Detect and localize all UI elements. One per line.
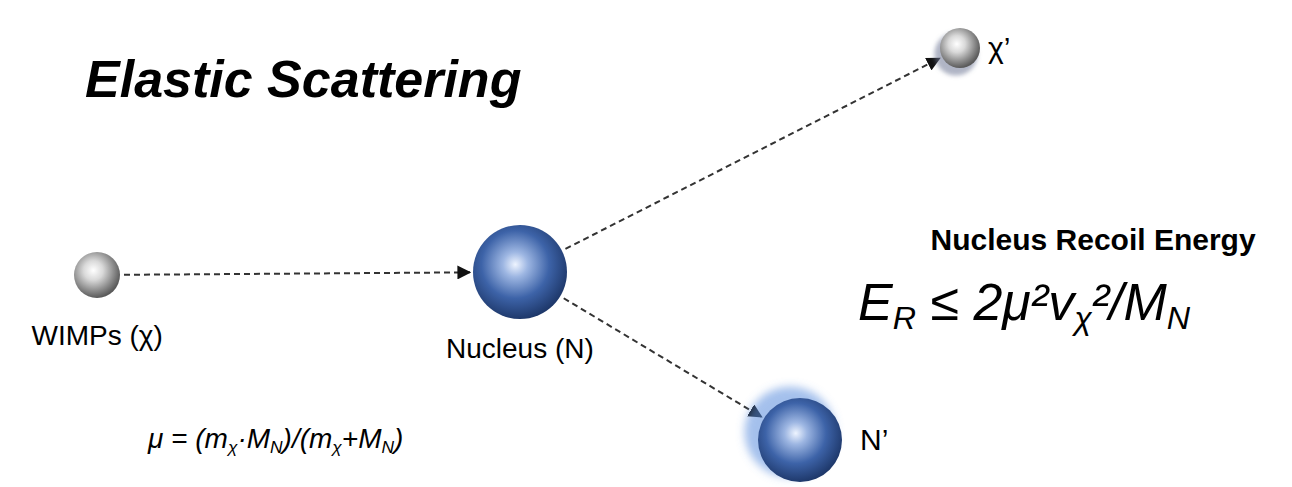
particle-label: χ’ (988, 31, 1010, 66)
particle-label: WIMPs (χ) (32, 320, 163, 352)
formula-heading: Nucleus Recoil Energy (931, 223, 1256, 258)
wimp-particle: WIMPs (χ) (74, 252, 120, 298)
scatter-arrow (565, 58, 939, 248)
sphere-shape (74, 252, 120, 298)
sphere-body (758, 398, 842, 482)
diagram-title: Elastic Scattering (85, 50, 521, 110)
sphere-shape (473, 225, 567, 319)
reduced-mass-formula: μ = (mχ·MN)/(mχ+MN) (148, 423, 403, 458)
sphere-shape (940, 28, 980, 68)
scatter-arrow (124, 272, 470, 274)
particle-label: N’ (860, 423, 888, 458)
recoil-energy-formula: ER ≤ 2μ²vχ²/MN (858, 273, 1190, 337)
nucleus-sphere: Nucleus (N) (473, 225, 567, 319)
sphere-shape (758, 398, 842, 482)
recoil-nucleus: N’ (758, 398, 842, 482)
sphere-body (940, 28, 980, 68)
scattered-wimp: χ’ (940, 28, 980, 68)
particle-label: Nucleus (N) (446, 333, 594, 365)
sphere-body (473, 225, 567, 319)
sphere-body (74, 252, 120, 298)
